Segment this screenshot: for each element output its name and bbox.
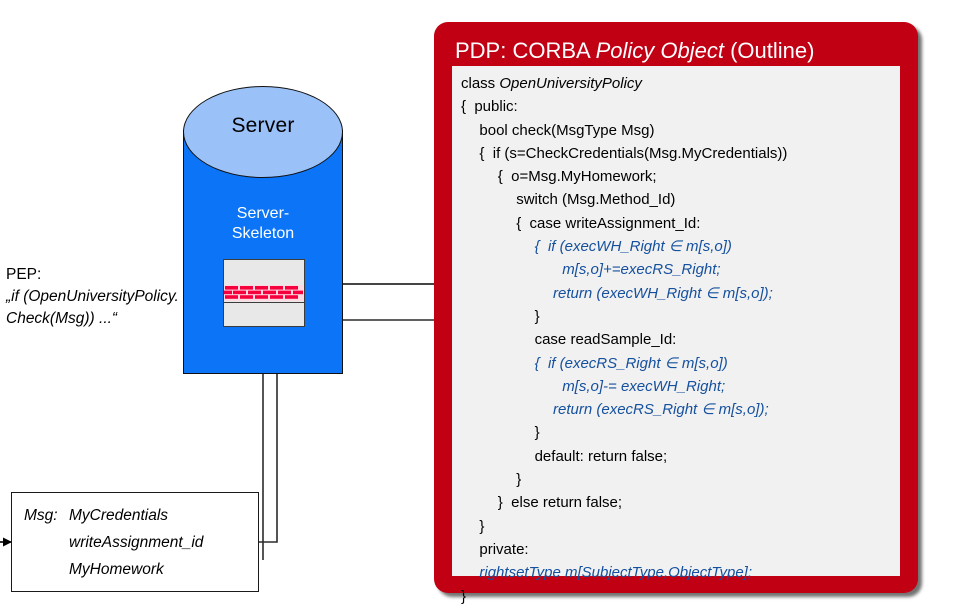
pdp-title-part1: PDP: CORBA: [455, 38, 596, 63]
code-line: m[s,o]-= execWH_Right;: [562, 377, 726, 395]
code-line: { if (execWH_Right ∈ m[s,o]): [534, 238, 732, 256]
code-line: switch (Msg.Method_Id): [516, 191, 676, 209]
server-cylinder: Server Server- Skeleton: [183, 86, 343, 374]
message-box-value-1: writeAssignment_id: [69, 534, 204, 551]
code-line: }: [534, 307, 540, 325]
code-line: { public:: [461, 98, 518, 116]
code-line: }: [516, 471, 522, 489]
pdp-code-area: class OpenUniversityPolicy { public: bool …: [452, 66, 900, 605]
firewall-plate-top: [223, 259, 305, 284]
code-token: class: [461, 75, 500, 92]
pdp-title: PDP: CORBA Policy Object (Outline): [455, 38, 814, 64]
pdp-title-part3: (Outline): [723, 38, 815, 63]
code-token-italic: OpenUniversityPolicy: [499, 75, 642, 92]
code-line: { case writeAssignment_Id:: [516, 214, 701, 232]
server-skeleton-label-line1: Server-: [236, 205, 290, 222]
code-line: }: [534, 424, 540, 442]
code-line: rightsetType m[SubjectType,ObjectType];: [479, 564, 752, 582]
firewall-plate-bottom: [223, 302, 305, 327]
pdp-title-part2: Policy Object: [595, 38, 724, 63]
code-line: class OpenUniversityPolicy: [461, 72, 901, 95]
pep-title: PEP:: [6, 266, 42, 283]
pdp-panel: PDP: CORBA Policy Object (Outline) class…: [434, 22, 918, 605]
code-line: m[s,o]+=execRS_Right;: [562, 261, 721, 279]
pep-quote-line2: Check(Msg)) ...“: [6, 310, 118, 327]
code-line: } else return false;: [497, 494, 623, 512]
server-skeleton-label: Server- Skeleton: [183, 204, 343, 244]
code-line: }: [479, 517, 485, 535]
code-line: { if (execRS_Right ∈ m[s,o]): [534, 354, 728, 372]
code-line: private:: [479, 540, 529, 558]
message-box-label: Msg:: [24, 507, 58, 524]
server-top-ellipse: [183, 86, 343, 178]
server-skeleton-label-line2: Skeleton: [231, 225, 295, 242]
message-box-value-2: MyHomework: [69, 561, 164, 578]
brick-wall-icon: [224, 285, 303, 301]
message-box: Msg: MyCredentials writeAssignment_id My…: [11, 492, 259, 592]
firewall-block: [223, 259, 305, 327]
code-line: bool check(MsgType Msg): [479, 121, 655, 139]
code-line: }: [461, 587, 467, 605]
pep-annotation: PEP: „if (OpenUniversityPolicy. Check(Ms…: [6, 264, 221, 330]
message-box-value-0: MyCredentials: [69, 507, 169, 524]
server-title: Server: [231, 114, 295, 137]
code-line: { o=Msg.MyHomework;: [497, 168, 657, 186]
pep-quote-line1: „if (OpenUniversityPolicy.: [6, 288, 179, 305]
code-line: return (execRS_Right ∈ m[s,o]);: [553, 401, 769, 419]
code-line: case readSample_Id:: [534, 331, 677, 349]
code-line: return (execWH_Right ∈ m[s,o]);: [553, 284, 773, 302]
code-line: { if (s=CheckCredentials(Msg.MyCredentia…: [479, 144, 788, 162]
pdp-code-listing: class OpenUniversityPolicy { public: bool …: [461, 72, 901, 606]
code-line: default: return false;: [534, 447, 668, 465]
